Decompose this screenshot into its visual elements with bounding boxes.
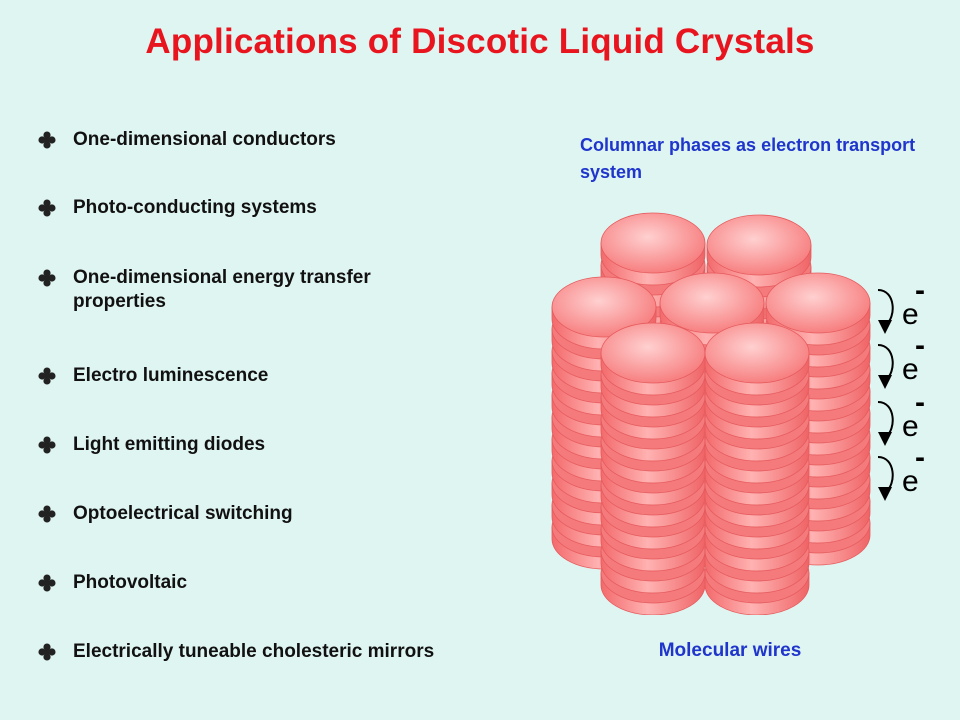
list-item: Photovoltaic [38, 571, 498, 595]
disc [600, 212, 706, 286]
diamond-clover-bullet-icon [38, 643, 56, 661]
list-item: One-dimensional energy transfer properti… [38, 266, 458, 314]
electron-transport-marks: e-e-e-e- [877, 274, 925, 501]
electron-charge: - [915, 329, 925, 362]
columnar-stack-diagram: e-e-e-e- [551, 212, 925, 615]
electron-label: e [902, 353, 919, 386]
disc [600, 322, 706, 396]
disc-column [600, 322, 706, 615]
diamond-clover-bullet-icon [38, 367, 56, 385]
slide-title: Applications of Discotic Liquid Crystals [145, 22, 815, 61]
diamond-clover-bullet-icon [38, 269, 56, 287]
electron-hop-arrow: e- [877, 329, 925, 389]
diamond-clover-bullet-icon [38, 505, 56, 523]
list-item: Light emitting diodes [38, 433, 498, 457]
electron-charge: - [915, 386, 925, 419]
diamond-clover-bullet-icon [38, 199, 56, 217]
diamond-clover-bullet-icon [38, 574, 56, 592]
electron-label: e [902, 465, 919, 498]
disc [704, 322, 810, 396]
electron-hop-arrow: e- [877, 441, 925, 501]
list-item: One-dimensional conductors [38, 128, 498, 152]
electron-label: e [902, 410, 919, 443]
diagram-caption-top: Columnar phases as electron transport sy… [580, 135, 916, 182]
diagram-caption-bottom: Molecular wires [658, 640, 802, 661]
electron-hop-arrow: e- [877, 274, 925, 334]
electron-label: e [902, 298, 919, 331]
electron-charge: - [915, 441, 925, 474]
diamond-clover-bullet-icon [38, 131, 56, 149]
list-item: Optoelectrical switching [38, 502, 498, 526]
diamond-clover-bullet-icon [38, 436, 56, 454]
disc-column [704, 322, 810, 615]
list-item: Photo-conducting systems [38, 196, 498, 220]
electron-hop-arrow: e- [877, 386, 925, 446]
electron-charge: - [915, 274, 925, 307]
list-item: Electro luminescence [38, 364, 498, 388]
disc-columns [551, 212, 871, 615]
list-item: Electrically tuneable cholesteric mirror… [38, 640, 458, 664]
